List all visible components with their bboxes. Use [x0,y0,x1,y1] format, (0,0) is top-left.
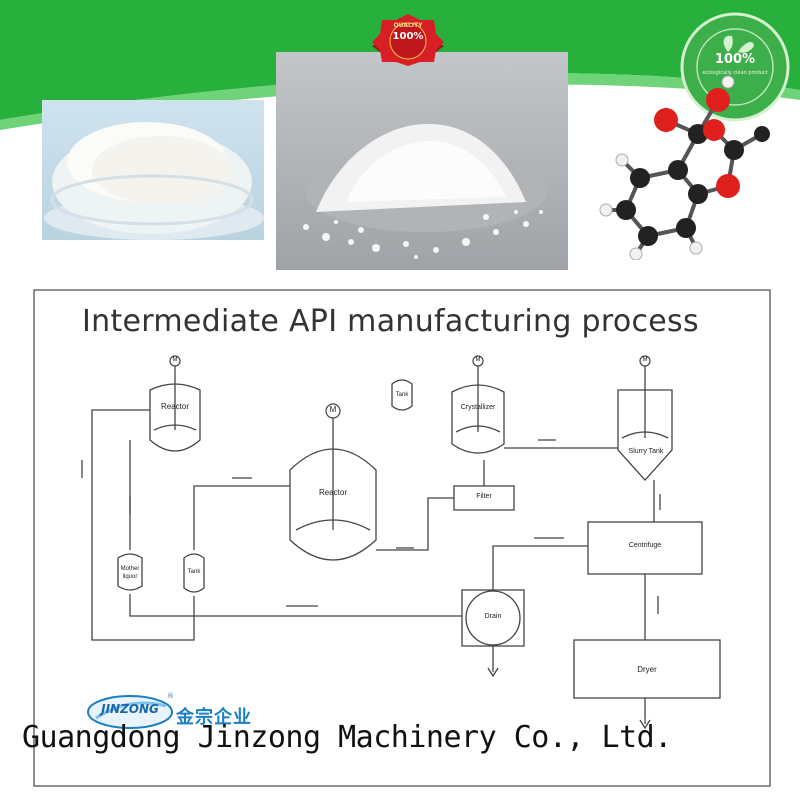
slurry-tank-label: Slurry Tank [628,448,664,455]
motor-label-slurry-tank: M [642,357,648,363]
crystallizer-label: Crystallizer [460,404,496,411]
quality-badge-icon [372,14,444,66]
mother-liquor-label-line1: Mother [120,566,140,572]
drain-label: Drain [484,613,502,620]
centrifuge-label: Centrifuge [628,542,662,549]
tank-top-label: Tank [395,392,409,398]
tank-bottom-label: Tank [187,569,201,575]
motor-label-small-reactor: M [172,357,178,363]
logo-chinese-text: 金宗企业 [176,707,252,728]
quality-badge-line2: 100% [392,31,424,42]
powder-dish-photo [42,100,264,240]
logo-text: JINZONG [101,702,159,716]
company-name: Guangdong Jinzong Machinery Co., Ltd. [22,720,672,755]
motor-label-crystallizer: M [475,357,481,363]
motor-label-main-reactor: M [329,405,337,414]
reactor-main-label: Reactor [318,488,347,497]
diagram-title: Intermediate API manufacturing process [82,304,699,339]
mother-liquor-label-line2: liquor [122,574,138,580]
filter-label: Filter [476,493,492,500]
eco-badge-percent: 100% [714,52,756,67]
dryer-label: Dryer [637,665,657,674]
reactor-small-label: Reactor [160,402,189,411]
jinzong-logo-icon [87,695,173,729]
quality-badge-line1: QUALITY [393,22,423,29]
crystals-photo [276,52,568,270]
registered-mark: ® [167,692,174,700]
eco-badge-ring-text: ecologically clean product [702,70,768,76]
molecule-model-icon [599,75,770,260]
